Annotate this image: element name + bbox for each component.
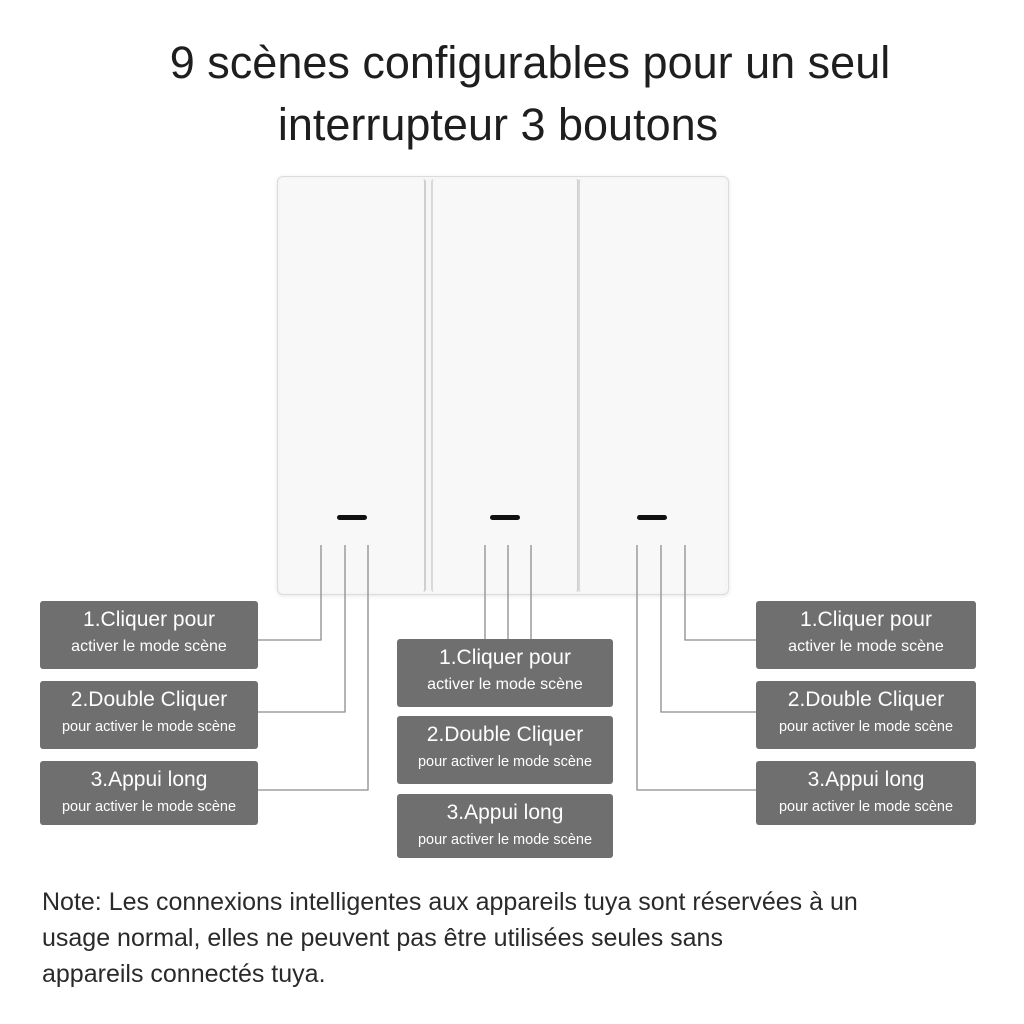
label-left-long-sub: pour activer le mode scène — [61, 799, 237, 815]
note-line-3: appareils connectés tuya. — [42, 960, 326, 988]
switch-button-right[interactable] — [578, 179, 724, 592]
label-right-long-title: 3.Appui long — [807, 768, 925, 791]
label-middle-click-sub: activer le mode scène — [427, 676, 583, 693]
label-right-double-sub: pour activer le mode scène — [778, 719, 954, 735]
three-button-switch — [277, 176, 729, 595]
label-right-double-title: 2.Double Cliquer — [787, 688, 945, 711]
label-left-double-sub: pour activer le mode scène — [61, 719, 237, 735]
led-indicator-right — [637, 515, 667, 520]
switch-button-middle[interactable] — [431, 179, 579, 592]
label-middle-double: 2.Double Cliquer pour activer le mode sc… — [397, 716, 613, 784]
page-title: 9 scènes configurables pour un seul inte… — [0, 32, 1024, 156]
note-line-2: usage normal, elles ne peuvent pas être … — [42, 924, 723, 952]
label-middle-click-title: 1.Cliquer pour — [439, 646, 571, 669]
led-indicator-middle — [490, 515, 520, 520]
label-middle-double-title: 2.Double Cliquer — [426, 723, 584, 746]
label-left-click-title: 1.Cliquer pour — [83, 608, 215, 631]
note-line-1: Note: Les connexions intelligentes aux a… — [42, 888, 858, 916]
label-right-double: 2.Double Cliquer pour activer le mode sc… — [756, 681, 976, 749]
title-line-2: interrupteur 3 boutons — [277, 99, 719, 150]
label-right-long: 3.Appui long pour activer le mode scène — [756, 761, 976, 825]
label-left-long-title: 3.Appui long — [90, 768, 208, 791]
label-middle-long-sub: pour activer le mode scène — [417, 832, 593, 848]
label-left-double-title: 2.Double Cliquer — [70, 688, 228, 711]
switch-button-left[interactable] — [280, 179, 426, 592]
label-right-click-title: 1.Cliquer pour — [800, 608, 932, 631]
label-left-click: 1.Cliquer pour activer le mode scène — [40, 601, 258, 669]
label-middle-double-sub: pour activer le mode scène — [417, 754, 593, 770]
label-right-click-sub: activer le mode scène — [788, 638, 944, 655]
label-middle-long: 3.Appui long pour activer le mode scène — [397, 794, 613, 858]
label-right-click: 1.Cliquer pour activer le mode scène — [756, 601, 976, 669]
label-middle-long-title: 3.Appui long — [446, 801, 564, 824]
label-left-double: 2.Double Cliquer pour activer le mode sc… — [40, 681, 258, 749]
label-right-long-sub: pour activer le mode scène — [778, 799, 954, 815]
label-middle-click: 1.Cliquer pour activer le mode scène — [397, 639, 613, 707]
usage-note: Note: Les connexions intelligentes aux a… — [42, 884, 982, 992]
led-indicator-left — [337, 515, 367, 520]
label-left-click-sub: activer le mode scène — [71, 638, 227, 655]
label-left-long: 3.Appui long pour activer le mode scène — [40, 761, 258, 825]
title-line-1: 9 scènes configurables pour un seul — [169, 37, 891, 88]
